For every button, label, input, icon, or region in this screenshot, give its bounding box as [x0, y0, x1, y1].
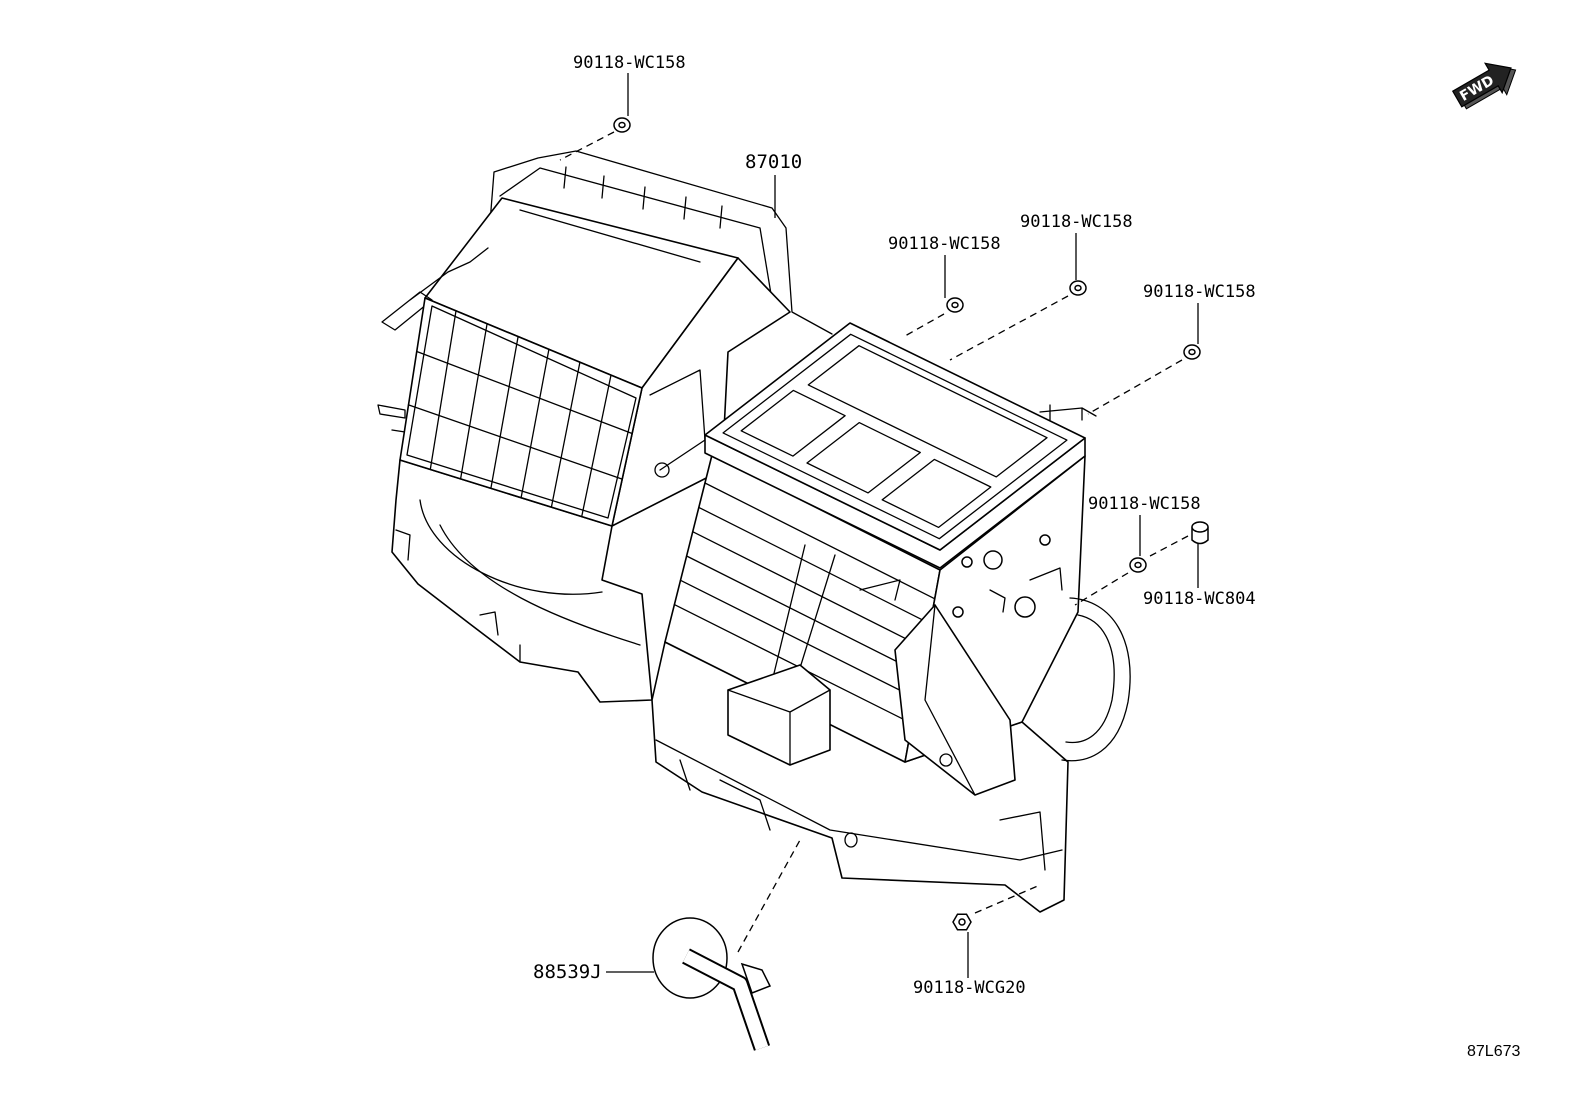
washer-icon	[946, 297, 964, 313]
callout-housing: 87010	[745, 151, 802, 173]
hood-rim	[487, 150, 833, 335]
callout-washer-upper-right: 90118-WC158	[1020, 212, 1133, 232]
tray-details	[679, 759, 1046, 871]
right-scroll-inner	[1065, 614, 1115, 744]
nut-icon	[952, 913, 972, 931]
case-strap	[769, 544, 901, 691]
frame-opening-back	[807, 345, 1048, 478]
washer-icon	[613, 117, 631, 133]
hood-rim-inner	[499, 167, 773, 301]
grille-bars	[406, 305, 637, 519]
hood-ribs	[519, 166, 723, 263]
intake-box-side-detail	[649, 369, 706, 478]
callout-washer-lower-right: 90118-WC158	[1088, 494, 1201, 514]
callout-washer-right: 90118-WC158	[1143, 282, 1256, 302]
case-ribs	[673, 482, 936, 725]
left-bracket-upper	[381, 247, 489, 331]
top-frame-inner	[722, 333, 1068, 540]
hvac-housing-assembly	[377, 150, 1131, 913]
callout-washer-upper-mid: 90118-WC158	[888, 234, 1001, 254]
case-side-fittings	[952, 534, 1063, 618]
figure-code: 87L673	[1467, 1043, 1520, 1060]
callout-clip: 90118-WC804	[1143, 589, 1256, 609]
scroll-curve-2	[439, 524, 641, 646]
pipe-fitting	[1039, 404, 1097, 421]
tray-ledge	[655, 739, 1063, 861]
washer-icon	[1069, 280, 1087, 296]
scroll-tabs	[395, 529, 521, 663]
blower-motor	[727, 664, 831, 766]
blower-scroll-housing	[391, 459, 653, 703]
blower-motor-detail	[727, 689, 831, 766]
actuator-detail	[924, 604, 976, 796]
clip-icon	[1191, 521, 1209, 545]
left-bracket-lower	[377, 404, 406, 433]
washer-icon	[1183, 344, 1201, 360]
frame-opening-2	[806, 421, 921, 494]
washer-icon	[1129, 557, 1147, 573]
intake-grille	[399, 297, 643, 527]
callout-washer-top: 90118-WC158	[573, 53, 686, 73]
frame-opening-3	[881, 458, 992, 529]
leader-lines	[559, 73, 1199, 978]
forward-arrow-icon: FWD	[1451, 62, 1517, 110]
right-scroll	[1061, 597, 1131, 762]
frame-opening-1	[740, 389, 846, 457]
top-frame	[704, 322, 1086, 551]
callout-drain-hose: 88539J	[533, 961, 602, 983]
drain-hose-icon	[652, 917, 772, 1051]
callout-nut: 90118-WCG20	[913, 978, 1026, 998]
